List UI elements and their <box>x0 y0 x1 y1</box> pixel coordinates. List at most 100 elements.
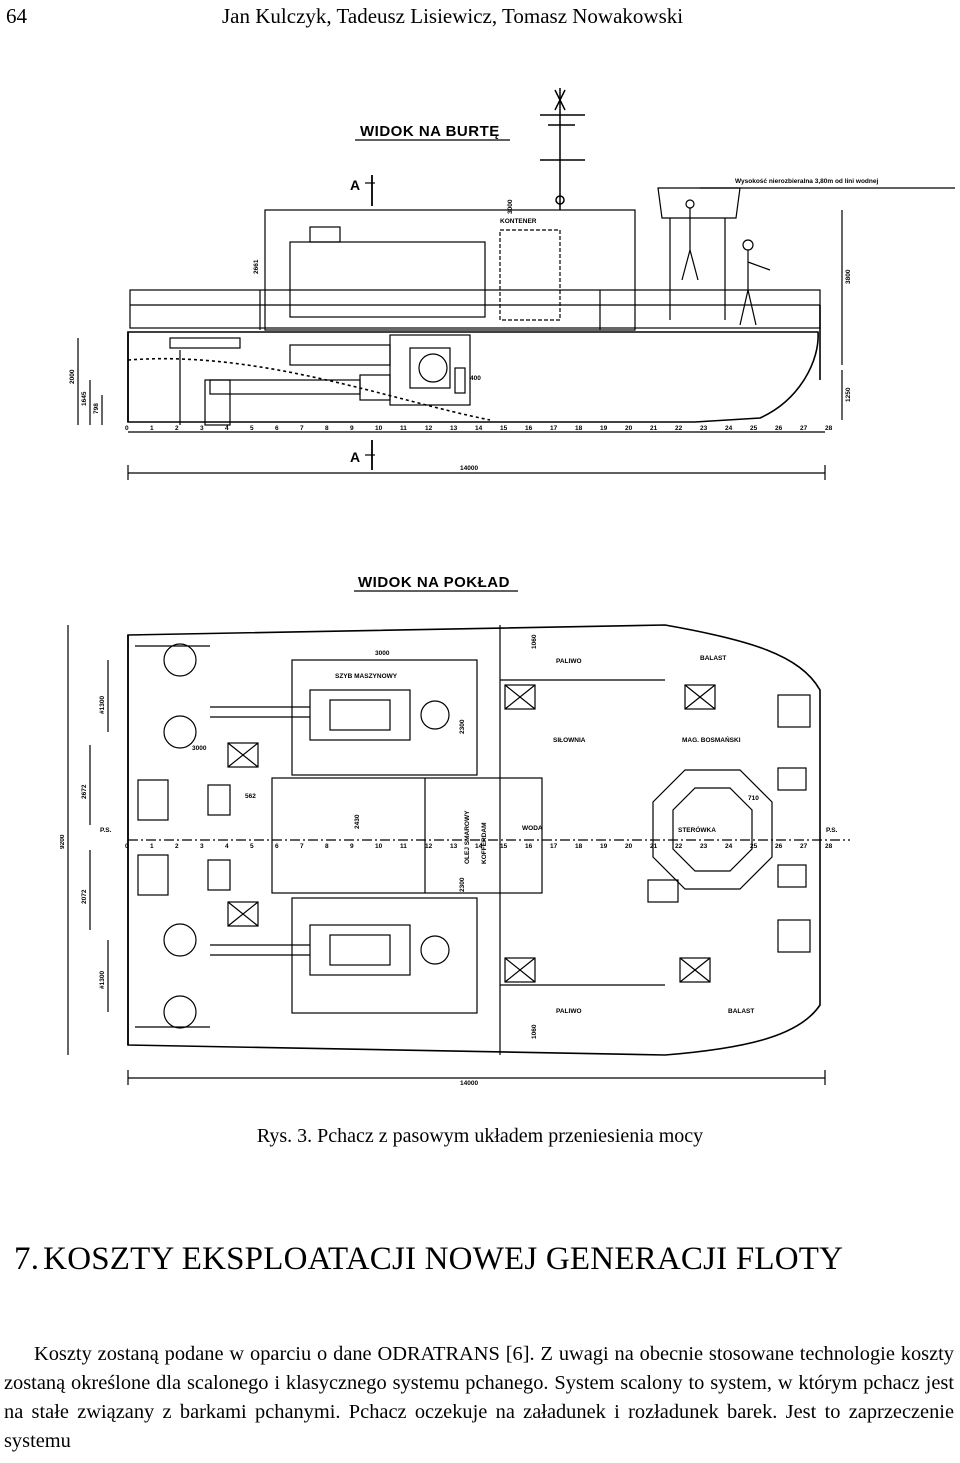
engine-room-label: SIŁOWNIA <box>553 737 586 744</box>
svg-text:KOFFERDAM: KOFFERDAM <box>481 822 488 864</box>
deck-view: WIDOK NA POKŁAD SZYB MASZYNOWY 3000 2300 <box>59 574 850 1087</box>
mast <box>540 88 585 210</box>
frame-number: 9 <box>350 843 354 850</box>
frame-number: 4 <box>225 425 229 432</box>
frame-number: 24 <box>725 843 733 850</box>
section-mark-bottom: A <box>350 440 375 470</box>
frame-number: 2 <box>175 843 179 850</box>
frame-number: 0 <box>125 425 129 432</box>
running-head-authors: Jan Kulczyk, Tadeusz Lisiewicz, Tomasz N… <box>222 4 684 28</box>
frame-number: 12 <box>425 425 433 432</box>
svg-text:1645: 1645 <box>81 391 88 406</box>
container-label: KONTENER <box>500 218 537 225</box>
frame-number: 20 <box>625 843 633 850</box>
frame-number: 27 <box>800 843 808 850</box>
frame-number: 21 <box>650 425 658 432</box>
frame-number: 19 <box>600 425 608 432</box>
mast-dim: 2661 <box>253 259 260 274</box>
propulsion-units <box>135 643 231 1029</box>
frame-number: 1 <box>150 425 154 432</box>
ship-drawing-svg: WIDOK NA BURTĘ A Wysokość nierozbieralna… <box>59 88 955 1087</box>
section-number: 7. <box>14 1241 40 1277</box>
frame-number: 11 <box>400 425 407 432</box>
frame-number: 9 <box>350 425 354 432</box>
frame-number: 16 <box>525 843 533 850</box>
frame-number: 14 <box>475 843 483 850</box>
frame-number: 4 <box>225 843 229 850</box>
svg-text:P.S.: P.S. <box>100 827 112 834</box>
frame-number: 10 <box>375 425 383 432</box>
frame-number: 19 <box>600 843 608 850</box>
svg-text:14000: 14000 <box>460 1080 478 1087</box>
frame-number: 22 <box>675 843 683 850</box>
height-note: Wysokość nierozbieralna 3,80m od lini wo… <box>735 178 878 185</box>
side-view-title: WIDOK NA BURTĘ <box>360 123 500 140</box>
wheelhouse-plan: STERÓWKA 710 <box>652 769 773 890</box>
frame-number: 15 <box>500 843 508 850</box>
svg-text:710: 710 <box>748 795 759 802</box>
frame-number: 10 <box>375 843 383 850</box>
frame-number: 28 <box>825 425 833 432</box>
svg-text:2430: 2430 <box>354 814 361 829</box>
total-length-side: 14000 <box>127 465 826 480</box>
section-heading: 7.KOSZTY EKSPLOATACJI NOWEJ GENERACJI FL… <box>14 1238 954 1280</box>
frame-number: 5 <box>250 843 254 850</box>
technical-drawing-figure: WIDOK NA BURTĘ A Wysokość nierozbieralna… <box>59 80 960 1090</box>
svg-text:1060: 1060 <box>531 634 538 649</box>
svg-text:STERÓWKA: STERÓWKA <box>678 825 716 834</box>
fuel-bottom-label: PALIWO <box>556 1008 582 1015</box>
machinery-side: 400 <box>169 334 481 426</box>
svg-text:3000: 3000 <box>192 745 207 752</box>
hull-side <box>127 305 821 423</box>
frame-number: 17 <box>550 843 558 850</box>
engine-shaft-upper: SZYB MASZYNOWY 3000 2300 <box>210 650 478 776</box>
frame-number: 23 <box>700 843 708 850</box>
deck-view-title: WIDOK NA POKŁAD <box>358 574 510 591</box>
frame-number: 15 <box>500 425 508 432</box>
ballast-top-label: BALAST <box>700 655 726 662</box>
frame-number: 13 <box>450 425 458 432</box>
deck-dims-left: 9200 2672 2072 #1300 #1300 <box>59 625 109 1055</box>
svg-text:2000: 2000 <box>69 369 76 384</box>
frame-number: 13 <box>450 843 458 850</box>
svg-text:3000: 3000 <box>375 650 390 657</box>
frame-number: 23 <box>700 425 708 432</box>
frame-number: 5 <box>250 425 254 432</box>
frame-number: 25 <box>750 843 758 850</box>
svg-text:798: 798 <box>93 403 100 414</box>
body-text: Koszty zostaną podane w oparciu o dane O… <box>4 1340 954 1456</box>
svg-text:2672: 2672 <box>81 784 88 799</box>
fuel-top-label: PALIWO <box>556 658 582 665</box>
frame-number: 25 <box>750 425 758 432</box>
frame-number: 8 <box>325 843 329 850</box>
page-number: 64 <box>6 4 27 28</box>
engine-shaft-lower: 2300 <box>210 877 478 1014</box>
svg-text:#1300: #1300 <box>99 971 106 989</box>
hatches <box>227 684 811 983</box>
section-mark-top: A <box>350 175 375 206</box>
frame-number: 8 <box>325 425 329 432</box>
side-dims-left: 2000 1645 798 <box>69 338 103 425</box>
frame-number: 6 <box>275 843 279 850</box>
container-box <box>499 229 561 321</box>
frame-number: 2 <box>175 425 179 432</box>
frame-number: 17 <box>550 425 558 432</box>
svg-text:3800: 3800 <box>845 269 852 284</box>
frame-number: 16 <box>525 425 533 432</box>
svg-text:562: 562 <box>245 793 256 800</box>
frame-number: 22 <box>675 425 683 432</box>
svg-text:A: A <box>350 449 360 465</box>
frame-number: 0 <box>125 843 129 850</box>
engine-dim: 400 <box>470 375 481 382</box>
total-length-deck: 14000 <box>127 1070 826 1087</box>
container-dim: 3000 <box>507 199 514 214</box>
frame-number: 3 <box>200 843 204 850</box>
frame-number: 24 <box>725 425 733 432</box>
svg-text:14000: 14000 <box>460 465 478 472</box>
frame-number: 1 <box>150 843 154 850</box>
frame-number: 3 <box>200 425 204 432</box>
frame-number: 18 <box>575 843 583 850</box>
frame-number: 26 <box>775 425 783 432</box>
